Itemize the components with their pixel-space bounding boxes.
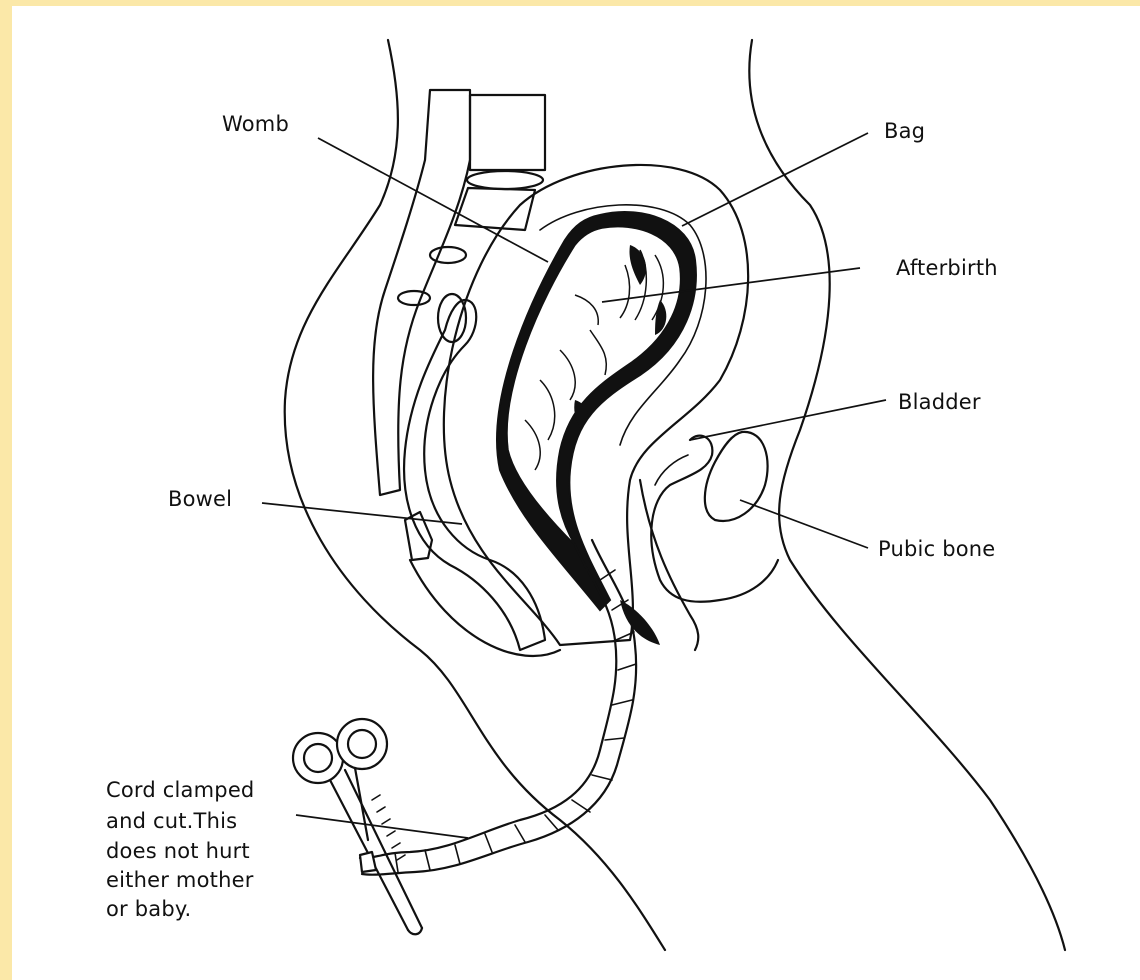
- disc-1: [467, 171, 543, 189]
- leader-bag: [682, 133, 868, 226]
- leader-bladder: [690, 400, 886, 440]
- vagina-dark: [620, 600, 660, 645]
- label-bowel: Bowel: [168, 487, 232, 511]
- cord-clamp: [293, 719, 422, 934]
- leader-pubic-bone: [740, 500, 868, 548]
- label-cord-line4: either mother: [106, 868, 254, 892]
- vertebra-lower: [455, 188, 535, 230]
- vertebra-upper: [470, 95, 545, 170]
- label-cord-line5: or baby.: [106, 897, 191, 921]
- label-cord-line2: and cut.This: [106, 809, 237, 833]
- disc-3: [398, 291, 430, 305]
- bladder-inner: [655, 455, 688, 485]
- label-cord-line1: Cord clamped: [106, 778, 254, 802]
- leader-womb: [318, 138, 548, 262]
- body-front-outline: [749, 40, 1065, 950]
- label-afterbirth: Afterbirth: [896, 256, 998, 280]
- afterbirth: [507, 227, 681, 545]
- body-back-outline: [285, 40, 665, 950]
- label-cord-line3: does not hurt: [106, 839, 250, 863]
- label-bladder: Bladder: [898, 390, 981, 414]
- label-pubic-bone: Pubic bone: [878, 537, 995, 561]
- label-bag: Bag: [884, 119, 925, 143]
- disc-2: [430, 247, 466, 263]
- leader-cord: [296, 815, 468, 838]
- vagina-wall: [640, 480, 698, 650]
- bowel-top: [438, 294, 466, 342]
- label-womb: Womb: [222, 112, 289, 136]
- leader-bowel: [262, 503, 462, 524]
- cord-twists: [395, 570, 636, 872]
